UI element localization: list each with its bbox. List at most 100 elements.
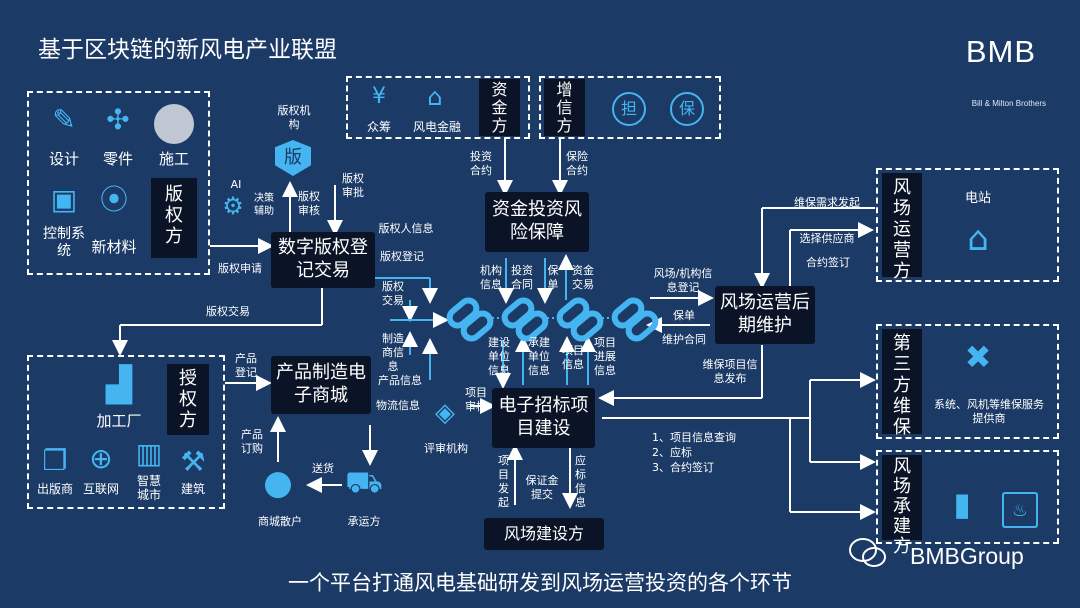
review-shield-icon: ◈ bbox=[435, 398, 455, 428]
fan-parts-icon: ✣ bbox=[106, 103, 130, 136]
product-register-label: 产品登记 bbox=[235, 352, 257, 379]
licensee-box bbox=[27, 355, 225, 509]
parts-label: 零件 bbox=[102, 150, 133, 168]
copyright-apply-label: 版权申请 bbox=[218, 262, 262, 275]
copyright-trade-label: 版权交易 bbox=[206, 305, 250, 318]
logistics-info-label: 物流信息 bbox=[376, 399, 420, 412]
owner-info-label: 版权人信息 bbox=[378, 222, 434, 235]
invest-contract-label: 投资合约 bbox=[470, 150, 492, 177]
invest-contract2-label: 投资合同 bbox=[511, 264, 533, 291]
design-label: 设计 bbox=[48, 150, 79, 168]
progress-info-label: 项目进展信息 bbox=[594, 336, 616, 377]
project-review-label: 项目审核 bbox=[465, 386, 487, 413]
ai-decision-label: 决策辅助 bbox=[254, 193, 274, 217]
delivery-label: 送货 bbox=[312, 462, 334, 475]
copyright-org-label: 版权机构 bbox=[277, 104, 311, 131]
page-title: 基于区块链的新风电产业联盟 bbox=[38, 37, 337, 63]
truck-icon: ⛟ bbox=[345, 465, 383, 500]
buyer-label: 商城散户 bbox=[258, 515, 302, 528]
wind-maintain-node[interactable]: 风场运营后期维护 bbox=[715, 286, 815, 344]
fund-risk-node[interactable]: 资金投资风险保障 bbox=[485, 192, 589, 252]
blockchain-chain-icon bbox=[446, 297, 659, 342]
fund-trade-label: 资金交易 bbox=[572, 264, 594, 291]
wind-build-label: 风场承建方 bbox=[882, 455, 922, 557]
copyright-review-label: 版权审核 bbox=[298, 190, 320, 217]
control-monitor-icon: ▣ bbox=[50, 183, 78, 216]
carrier-label: 承运方 bbox=[347, 515, 381, 528]
wechat-icon bbox=[848, 536, 888, 570]
factory-label: 加工厂 bbox=[96, 412, 142, 430]
brand-logo: BMB bbox=[965, 34, 1036, 69]
new-material-label: 新材料 bbox=[91, 238, 137, 256]
control-system-label: 控制系统 bbox=[43, 226, 85, 259]
fund-side-label: 资金方 bbox=[479, 79, 520, 136]
guarantee-badge-icon: 担 bbox=[612, 92, 646, 126]
book-icon: ❐ bbox=[42, 444, 68, 477]
insurance-badge-icon: 保 bbox=[670, 92, 704, 126]
construction-icon: ⚒ bbox=[180, 445, 206, 478]
tender-step-1: 1、项目信息查询 bbox=[652, 431, 736, 444]
buyer-user-icon: ● bbox=[263, 463, 293, 503]
ai-brain-icon: ⚙ bbox=[222, 192, 244, 220]
bid-info-label: 应标信息 bbox=[575, 454, 586, 509]
copyright-approve-label: 版权审批 bbox=[342, 172, 364, 199]
third-maint-box bbox=[876, 324, 1059, 439]
internet-label: 互联网 bbox=[82, 482, 119, 496]
globe-icon: ⊕ bbox=[89, 442, 113, 475]
crowdfunding-label: 众筹 bbox=[366, 120, 391, 134]
ai-label: AI bbox=[230, 178, 242, 191]
wind-finance-label: 风电金融 bbox=[412, 120, 461, 134]
wind-org-register-label: 风场/机构信息登记 bbox=[653, 267, 713, 294]
review-org-label: 评审机构 bbox=[424, 442, 468, 455]
product-mall-node[interactable]: 产品制造电子商城 bbox=[271, 356, 371, 414]
factory-icon: ▟ bbox=[105, 365, 133, 405]
maint-request-label: 维保需求发起 bbox=[794, 196, 860, 209]
policy-label: 保单 bbox=[547, 264, 559, 291]
digital-copyright-node[interactable]: 数字版权登记交易 bbox=[271, 232, 375, 288]
builder-node[interactable]: 风场建设方 bbox=[484, 518, 604, 550]
water-drop-icon: ♨ bbox=[1002, 492, 1038, 528]
watermark-text: BMBGroup bbox=[910, 543, 1024, 569]
manufacturer-info-label: 制造商信息 bbox=[382, 332, 404, 373]
deposit-submit-label: 保证金提交 bbox=[525, 474, 559, 501]
third-maint-label: 第三方维保 bbox=[882, 329, 922, 438]
tender-step-2: 2、应标 bbox=[652, 446, 692, 459]
architecture-label: 建筑 bbox=[180, 482, 205, 496]
copyright-register-label: 版权登记 bbox=[380, 250, 424, 263]
buildings-icon: ▥ bbox=[135, 437, 163, 470]
power-station-icon: ⌂ bbox=[967, 219, 989, 259]
material-rolls-icon: ⦿ bbox=[99, 183, 128, 216]
product-info-label: 产品信息 bbox=[378, 374, 422, 387]
credit-side-label: 增信方 bbox=[544, 79, 585, 136]
product-order-label: 产品订购 bbox=[241, 428, 263, 455]
contract-sign-label: 合约签订 bbox=[806, 256, 850, 269]
maint-provider-label: 系统、风机等维保服务提供商 bbox=[934, 398, 1044, 425]
project-info-label: 项目信息 bbox=[562, 344, 584, 371]
tender-step-3: 3、合约签订 bbox=[652, 461, 714, 474]
contract-unit-info-label: 承建单位信息 bbox=[528, 336, 550, 377]
fund-side-box bbox=[346, 76, 530, 139]
tender-node[interactable]: 电子招标项目建设 bbox=[492, 388, 595, 448]
construction-worker-icon bbox=[154, 104, 194, 144]
brand-subtitle: Bill & Milton Brothers bbox=[971, 99, 1046, 108]
maint-publish-label: 维保项目信息发布 bbox=[702, 358, 758, 385]
wind-build-box bbox=[876, 450, 1059, 544]
designer-icon: ✎ bbox=[52, 103, 76, 136]
footer-caption: 一个平台打通风电基础研发到风场运营投资的各个环节 bbox=[288, 571, 792, 595]
credit-side-box bbox=[539, 76, 721, 139]
licensee-label: 授权方 bbox=[167, 364, 209, 435]
wind-ops-box bbox=[876, 168, 1059, 282]
copyright-trade2-label: 版权交易 bbox=[382, 280, 404, 307]
org-info-label: 机构信息 bbox=[480, 264, 502, 291]
smart-city-label: 智慧城市 bbox=[136, 474, 161, 502]
publisher-label: 出版商 bbox=[36, 482, 73, 496]
tender-steps-list: 1、项目信息查询 2、应标 3、合约签订 bbox=[652, 430, 762, 475]
bank-icon: ⌂ bbox=[427, 83, 443, 111]
insure-contract-label: 保险合约 bbox=[566, 150, 588, 177]
power-station-label: 电站 bbox=[964, 191, 991, 206]
copyright-side-label: 版权方 bbox=[151, 178, 197, 258]
construction-label: 施工 bbox=[158, 150, 189, 168]
crowdfunding-icon: ¥ bbox=[372, 84, 386, 109]
project-launch-label: 项目发起 bbox=[498, 454, 509, 509]
